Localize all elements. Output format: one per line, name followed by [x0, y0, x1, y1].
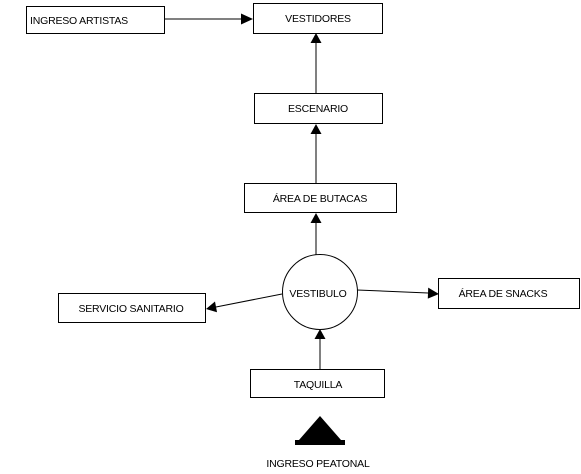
node-vestidores: VESTIDORES: [253, 3, 383, 34]
edge-escenario-to-vestidores: [310, 33, 322, 93]
node-vestidores-label: VESTIDORES: [285, 13, 351, 25]
node-ingreso-artistas-label: INGRESO ARTISTAS: [30, 15, 128, 27]
node-ingreso-artistas: INGRESO ARTISTAS: [26, 6, 165, 34]
edges: [165, 13, 439, 369]
node-escenario-label: ESCENARIO: [288, 103, 348, 115]
edge-ingreso-artistas-to-vestidores: [165, 13, 253, 25]
node-taquilla: TAQUILLA: [250, 369, 385, 398]
node-vestibulo: VESTIBULO: [282, 254, 358, 330]
node-area-butacas: ÁREA DE BUTACAS: [244, 183, 397, 213]
edge-vestibulo-to-area-butacas: [310, 213, 322, 256]
entrance-triangle-icon: [295, 416, 345, 445]
node-ingreso-peatonal: INGRESO PEATONAL: [266, 416, 370, 470]
node-servicio-sanitario-label: SERVICIO SANITARIO: [78, 303, 183, 315]
node-taquilla-label: TAQUILLA: [294, 379, 343, 391]
edge-taquilla-to-vestibulo: [314, 329, 326, 369]
node-area-butacas-label: ÁREA DE BUTACAS: [273, 192, 367, 205]
node-servicio-sanitario: SERVICIO SANITARIO: [58, 293, 206, 323]
node-vestibulo-label: VESTIBULO: [289, 288, 346, 300]
node-area-snacks-label: ÁREA DE SNACKS: [459, 287, 548, 300]
node-area-snacks: ÁREA DE SNACKS: [438, 278, 580, 309]
edge-vestibulo-to-area-snacks: [356, 287, 439, 299]
edge-area-butacas-to-escenario: [310, 124, 322, 183]
node-ingreso-peatonal-label: INGRESO PEATONAL: [266, 458, 370, 470]
node-escenario: ESCENARIO: [254, 93, 383, 124]
edge-vestibulo-to-servicio-sanitario: [206, 293, 283, 313]
